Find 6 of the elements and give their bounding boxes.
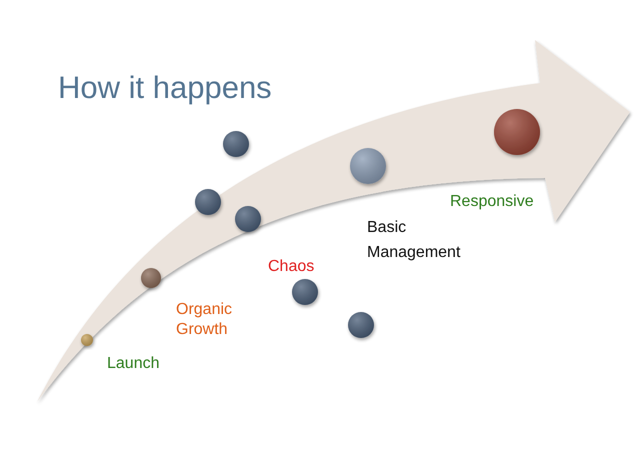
stage-label: Chaos — [268, 257, 316, 277]
title: How it happens — [58, 70, 272, 106]
stage-label: Launch — [107, 354, 160, 374]
stage-label: Basic Management — [367, 218, 462, 263]
stage-label: Organic Growth — [176, 300, 234, 340]
stage-label: Responsive — [450, 192, 535, 212]
